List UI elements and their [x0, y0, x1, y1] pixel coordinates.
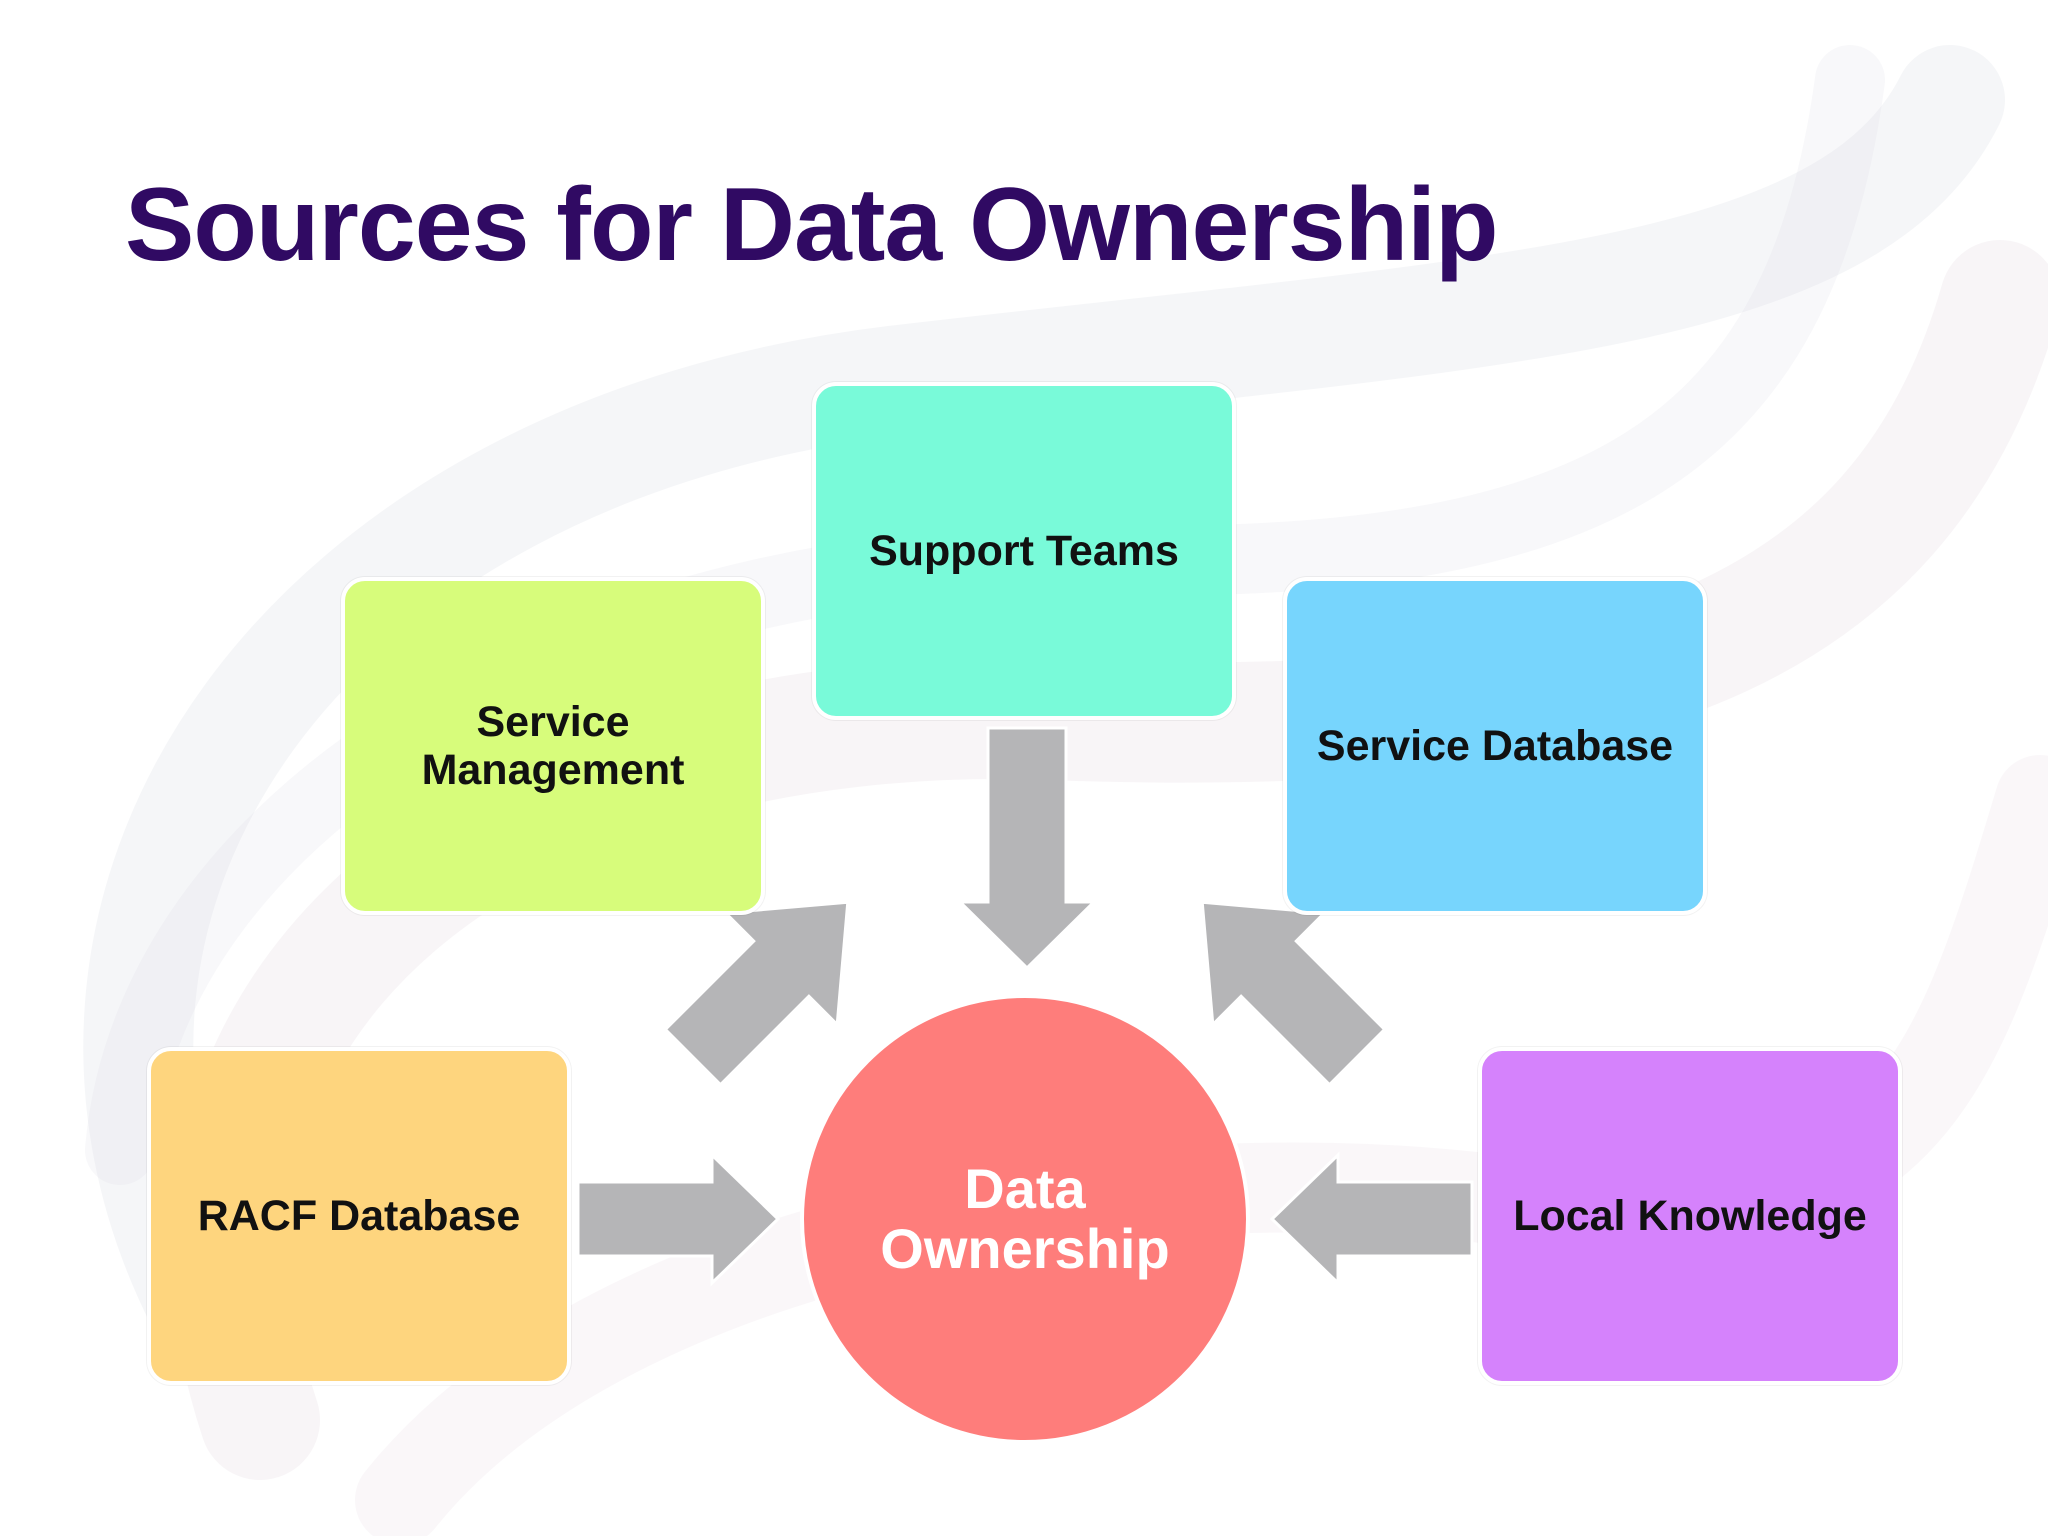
box-local-knowledge: Local Knowledge: [1478, 1047, 1902, 1385]
box-service-database: Service Database: [1283, 577, 1707, 915]
arrow-support-teams: [956, 726, 1098, 971]
box-label: Support Teams: [869, 527, 1179, 575]
arrow-service-management: [663, 900, 850, 1087]
page-title: Sources for Data Ownership: [125, 167, 1499, 283]
arrow-service-database: [1200, 900, 1387, 1087]
box-label: Service Database: [1316, 722, 1674, 770]
box-label: RACF Database: [197, 1192, 521, 1240]
arrow-racf-database: [576, 1151, 781, 1287]
box-support-teams: Support Teams: [812, 382, 1236, 720]
center-data-ownership: Data Ownership: [800, 994, 1250, 1444]
box-service-management: Service Management: [341, 577, 765, 915]
box-label: Local Knowledge: [1513, 1192, 1867, 1240]
arrow-local-knowledge: [1269, 1151, 1474, 1287]
box-label: Management: [421, 746, 685, 794]
box-label: Service: [476, 698, 630, 746]
box-racf-database: RACF Database: [147, 1047, 571, 1385]
center-label-line2: Ownership: [880, 1217, 1170, 1280]
center-label-line1: Data: [964, 1157, 1086, 1220]
